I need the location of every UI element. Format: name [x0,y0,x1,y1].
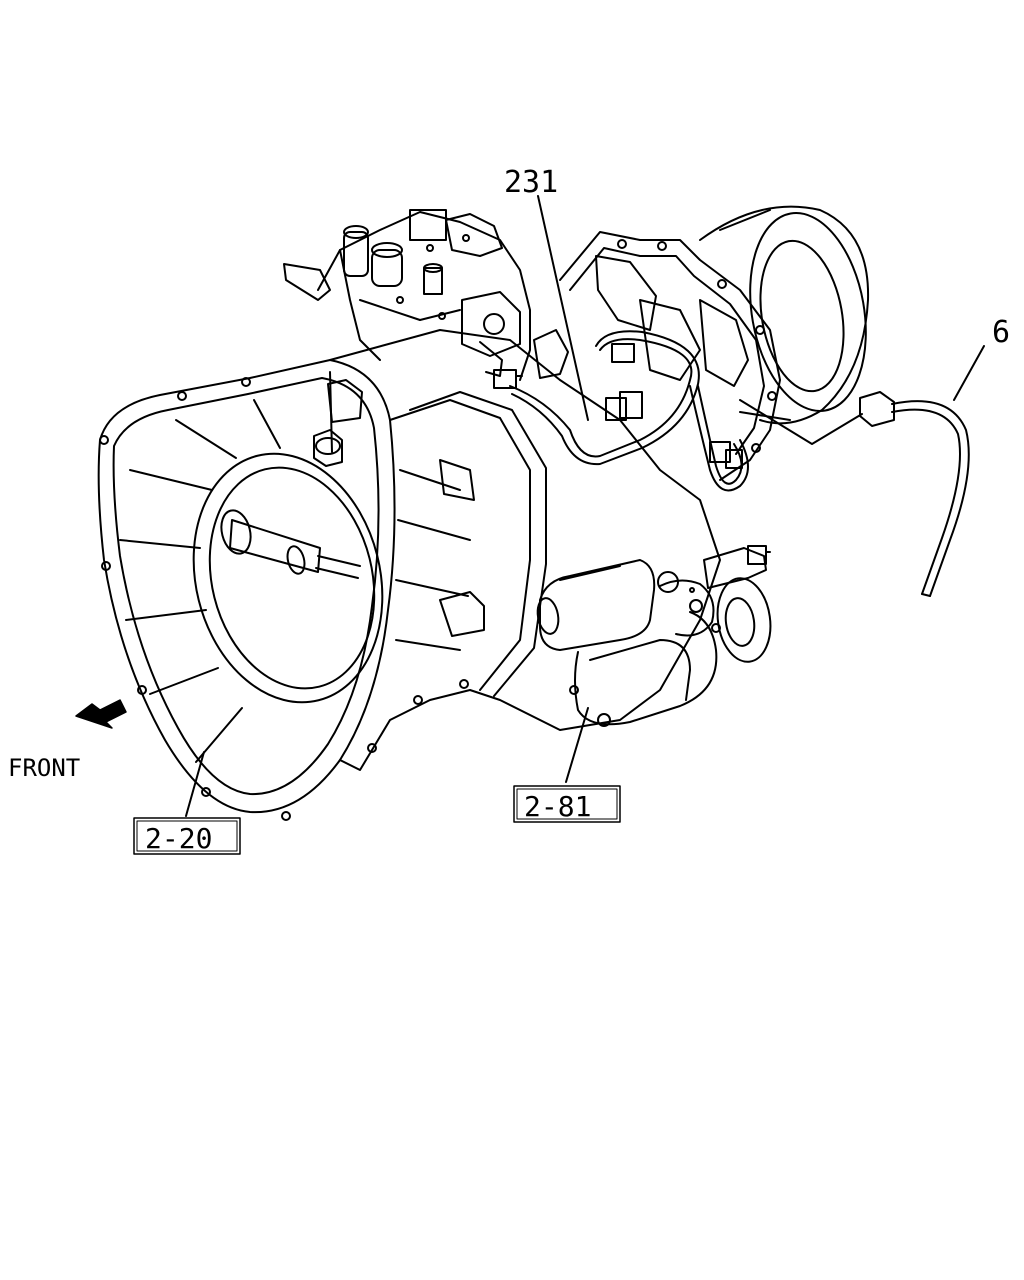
transmission-case [313,329,721,771]
sensor-cable [859,391,970,597]
shift-tower [283,209,569,381]
front-label: FRONT [8,754,80,782]
callout-231: 231 [504,165,558,200]
connector-b-icon [605,397,627,421]
leader-2-81 [565,707,589,783]
connector-a-icon [493,369,517,389]
connector-c-icon [619,391,643,419]
connector-e-icon [709,441,731,463]
leader-231 [537,195,589,421]
reference-box-2-20: 2-20 [133,817,241,855]
rear-housing [559,205,870,481]
reference-2-20: 2-20 [145,822,212,855]
side-actuator [536,545,772,727]
bell-housing [97,359,396,821]
callout-6: 6 [992,315,1010,350]
wiring-harness [493,330,863,492]
sensor-connector-icon [859,391,895,427]
leader-2-20 [185,751,205,817]
leader-lines [185,195,985,817]
reference-2-81: 2-81 [524,790,591,823]
front-arrow-icon [75,699,127,729]
reference-box-2-81: 2-81 [513,785,621,823]
leader-6 [953,345,985,401]
connector-d-icon [611,343,635,363]
